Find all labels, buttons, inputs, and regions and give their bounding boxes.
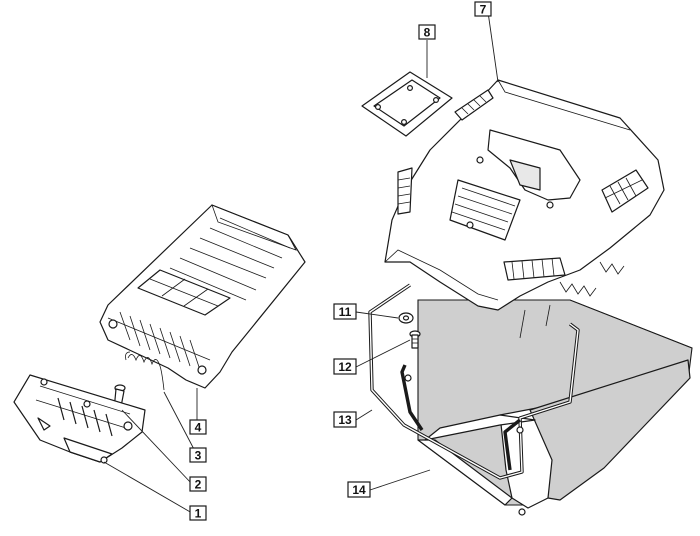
washer-part <box>398 312 414 324</box>
svg-text:2: 2 <box>195 478 202 492</box>
svg-text:4: 4 <box>195 421 202 435</box>
cover-plate-part <box>361 71 453 137</box>
svg-text:7: 7 <box>480 3 487 17</box>
svg-text:14: 14 <box>352 483 366 497</box>
screw-part <box>409 330 421 349</box>
svg-text:12: 12 <box>338 360 352 374</box>
hinge-plate-part <box>13 374 146 464</box>
svg-text:1: 1 <box>195 507 202 521</box>
callout-11: 11 <box>333 303 357 320</box>
callout-7: 7 <box>474 1 492 17</box>
callout-1: 1 <box>189 505 207 521</box>
callout-3: 3 <box>189 447 207 463</box>
callout-13: 13 <box>333 411 357 428</box>
callout-4: 4 <box>189 419 207 435</box>
bag-frame-part <box>368 283 580 516</box>
svg-text:13: 13 <box>338 413 352 427</box>
grass-bag-part <box>417 299 693 509</box>
svg-text:8: 8 <box>424 26 431 40</box>
top-housing-part <box>384 79 665 339</box>
leader-lines <box>103 11 499 514</box>
vented-cover-part <box>99 204 306 389</box>
svg-text:3: 3 <box>195 449 202 463</box>
callout-8: 8 <box>418 24 436 40</box>
callout-14: 14 <box>347 481 371 498</box>
callout-2: 2 <box>189 476 207 492</box>
spring-part <box>125 351 165 391</box>
svg-text:11: 11 <box>339 305 352 319</box>
callout-12: 12 <box>333 358 357 375</box>
